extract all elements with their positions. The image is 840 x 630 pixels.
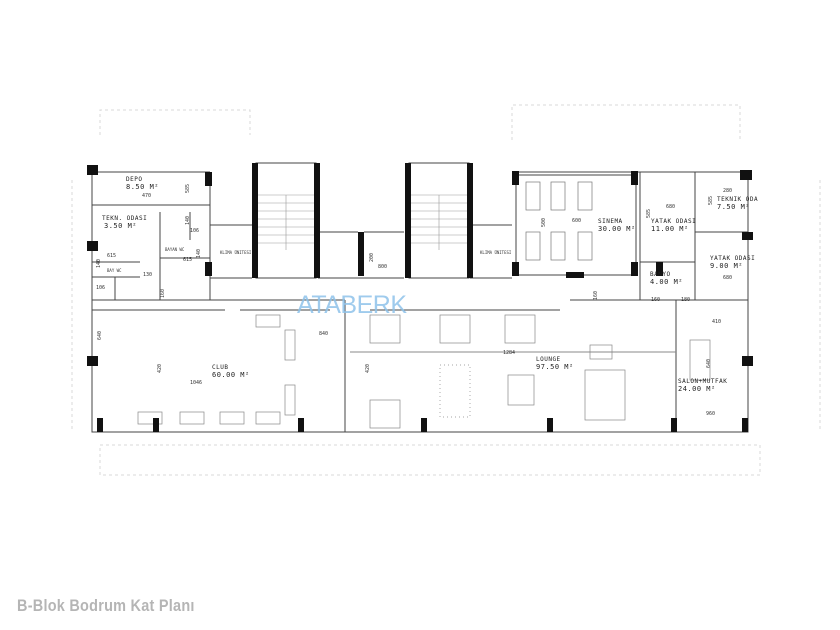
room-sinema-name: SINEMA [598, 218, 623, 225]
dim-180: 180 [681, 297, 691, 303]
room-salon-area: 24.00 M² [678, 385, 716, 393]
structural-columns [87, 163, 753, 432]
dim-106b: 106 [96, 285, 106, 291]
dim-140c: 140 [196, 248, 202, 258]
cinema-seats [525, 181, 593, 261]
dim-680b: 680 [723, 275, 733, 281]
room-salon-name: SALON+MUTFAK [678, 378, 728, 385]
dim-500: 500 [541, 217, 547, 227]
dim-640b: 640 [706, 358, 712, 368]
outer-dashed-outline [71, 104, 821, 476]
dim-420b: 420 [365, 363, 371, 373]
dim-1284: 1284 [503, 350, 516, 356]
room-depo-name: DEPO [126, 176, 143, 183]
room-yatak-2-name: YATAK ODASI [710, 255, 756, 262]
dim-160c: 160 [651, 297, 661, 303]
dim-585c: 585 [708, 195, 714, 205]
dim-840: 840 [319, 331, 329, 337]
dim-420a: 420 [157, 363, 163, 373]
room-lounge-name: LOUNGE [536, 356, 561, 363]
room-yatak-1-area: 11.00 M² [651, 225, 689, 233]
dim-680a: 680 [666, 204, 676, 210]
watermark-logo: ATABERK [297, 291, 407, 319]
dim-600: 600 [572, 218, 582, 224]
room-club-name: CLUB [212, 364, 229, 371]
dim-585a: 585 [185, 183, 191, 193]
dim-200: 200 [369, 252, 375, 262]
dim-1046: 1046 [190, 380, 203, 386]
dim-280: 280 [723, 188, 733, 194]
room-bayan-wc: BAYAN WC [165, 247, 185, 252]
dim-160b: 160 [593, 290, 599, 300]
room-banyo-area: 4.00 M² [650, 278, 684, 286]
room-sinema-area: 30.00 M² [598, 225, 636, 233]
room-club-area: 60.00 M² [212, 371, 250, 379]
dim-470: 470 [142, 193, 152, 199]
walls [91, 162, 749, 433]
dim-615a: 615 [107, 253, 117, 259]
room-yatak-2-area: 9.00 M² [710, 262, 744, 270]
room-bay-wc: BAY WC [107, 268, 122, 273]
dim-410: 410 [712, 319, 722, 325]
room-teknik-right-name: TEKNIK ODA [717, 196, 759, 203]
dim-140b: 140 [96, 258, 102, 268]
room-depo-area: 8.50 M² [126, 183, 160, 191]
room-klima-2: KLIMA ÜNITESI [480, 250, 512, 255]
plan-title: B-Blok Bodrum Kat Planı [17, 596, 195, 615]
dim-640a: 640 [97, 330, 103, 340]
dim-615b: 615 [183, 257, 193, 263]
stair-treads [258, 194, 467, 250]
room-yatak-1-name: YATAK ODASI [651, 218, 697, 225]
room-banyo-name: BANYO [650, 271, 671, 278]
dim-960: 960 [706, 411, 716, 417]
dim-585b: 585 [646, 208, 652, 218]
dim-140a: 140 [185, 215, 191, 225]
dim-160a: 160 [160, 288, 166, 298]
room-lounge-area: 97.50 M² [536, 363, 574, 371]
dim-106a: 106 [190, 228, 200, 234]
dim-800: 800 [378, 264, 388, 270]
room-klima-1: KLIMA ÜNITESI [220, 250, 252, 255]
dim-130: 130 [143, 272, 153, 278]
room-teknik-left-name: TEKN. ODASI [102, 215, 148, 222]
room-teknik-left-area: 3.50 M² [104, 222, 138, 230]
furniture [137, 314, 711, 429]
room-teknik-right-area: 7.50 M² [717, 203, 751, 211]
